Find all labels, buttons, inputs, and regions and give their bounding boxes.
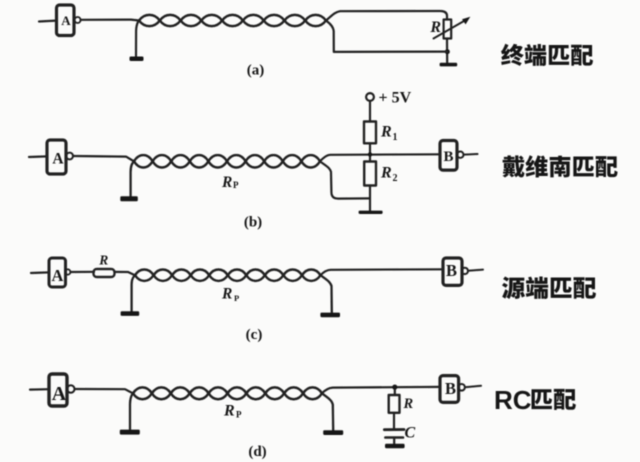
svg-text:(c): (c) (246, 327, 263, 343)
svg-text:A: A (52, 151, 64, 168)
svg-text:P: P (233, 180, 239, 190)
svg-text:R: R (403, 396, 414, 412)
svg-text:A: A (52, 266, 64, 285)
svg-text:C: C (405, 424, 416, 441)
svg-text:2: 2 (393, 173, 398, 184)
svg-text:(b): (b) (244, 215, 262, 231)
svg-text:R: R (429, 19, 441, 36)
svg-text:+ 5V: + 5V (379, 90, 412, 107)
svg-text:(a): (a) (247, 63, 265, 79)
svg-text:R: R (380, 165, 392, 182)
svg-text:(d): (d) (248, 444, 266, 460)
svg-text:B: B (446, 261, 457, 280)
svg-text:A: A (61, 13, 71, 28)
svg-text:R: R (98, 253, 108, 268)
svg-text:R: R (223, 403, 235, 420)
svg-text:R: R (221, 286, 232, 303)
svg-text:R: R (221, 174, 232, 191)
svg-text:B: B (445, 379, 456, 398)
svg-text:R: R (380, 124, 392, 141)
svg-text:1: 1 (393, 132, 398, 143)
svg-text:A: A (52, 383, 67, 405)
svg-text:RC: RC (494, 385, 532, 415)
svg-text:P: P (236, 410, 242, 420)
svg-text:P: P (234, 293, 239, 303)
svg-text:B: B (443, 149, 453, 165)
